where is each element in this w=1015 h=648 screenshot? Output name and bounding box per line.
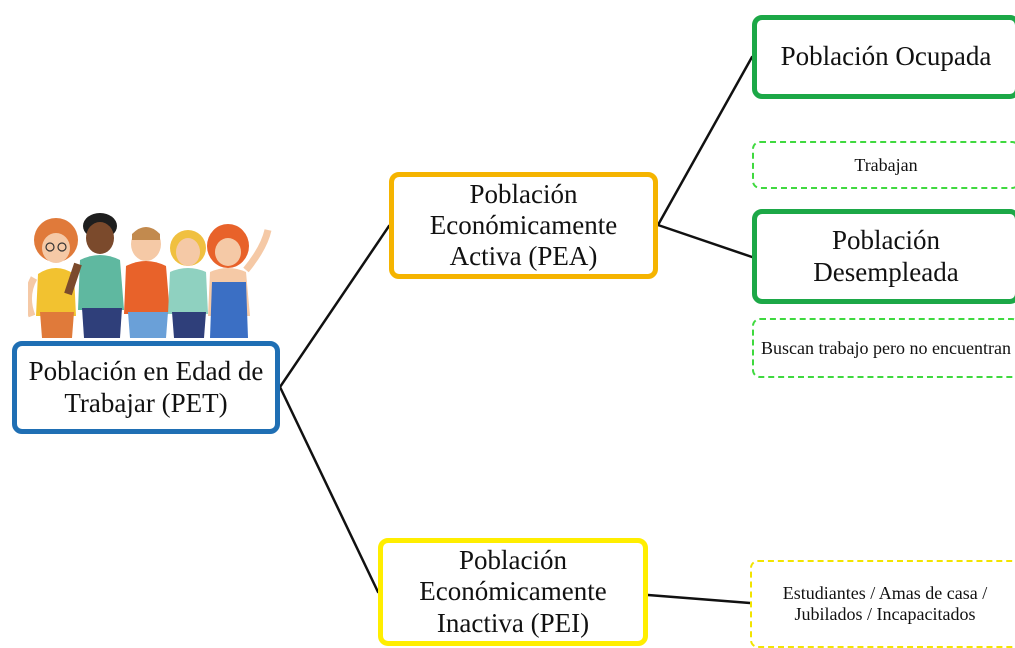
- node-poblacion-desempleada: Población Desempleada: [752, 209, 1015, 304]
- node-poblacion-ocupada-label: Población Ocupada: [780, 41, 992, 72]
- note-inactivos: Estudiantes / Amas de casa / Jubilados /…: [750, 560, 1015, 648]
- connector-pei-note: [646, 593, 752, 605]
- connector-pea-ocupada: [656, 55, 754, 227]
- person-2-figure: [64, 213, 124, 338]
- node-pei-label: Población Económicamente Inactiva (PEI): [419, 545, 607, 638]
- connector-pea-desempleada: [656, 223, 754, 259]
- connector-pet-pea: [278, 224, 391, 389]
- note-trabajan: Trabajan: [752, 141, 1015, 189]
- note-buscan-trabajo: Buscan trabajo pero no encuentran: [752, 318, 1015, 378]
- person-3-figure: [124, 227, 170, 338]
- node-pea-label: Población Económicamente Activa (PEA): [429, 178, 618, 272]
- person-1-figure: [28, 218, 78, 338]
- node-pea: Población Económicamente Activa (PEA): [389, 172, 658, 279]
- person-5-figure: [207, 224, 272, 338]
- node-pet-label: Población en Edad de Trabajar (PET): [28, 356, 264, 418]
- node-pei: Población Económicamente Inactiva (PEI): [378, 538, 648, 646]
- note-trabajan-label: Trabajan: [854, 154, 918, 175]
- group-of-people-illustration: [28, 213, 272, 338]
- node-poblacion-ocupada: Población Ocupada: [752, 15, 1015, 99]
- connector-pet-pei: [278, 385, 380, 594]
- person-4-figure: [168, 230, 208, 338]
- node-pet: Población en Edad de Trabajar (PET): [12, 341, 280, 434]
- note-inactivos-label: Estudiantes / Amas de casa / Jubilados /…: [782, 583, 988, 624]
- node-poblacion-desempleada-label: Población Desempleada: [813, 225, 959, 287]
- note-buscan-trabajo-label: Buscan trabajo pero no encuentran: [761, 337, 1011, 358]
